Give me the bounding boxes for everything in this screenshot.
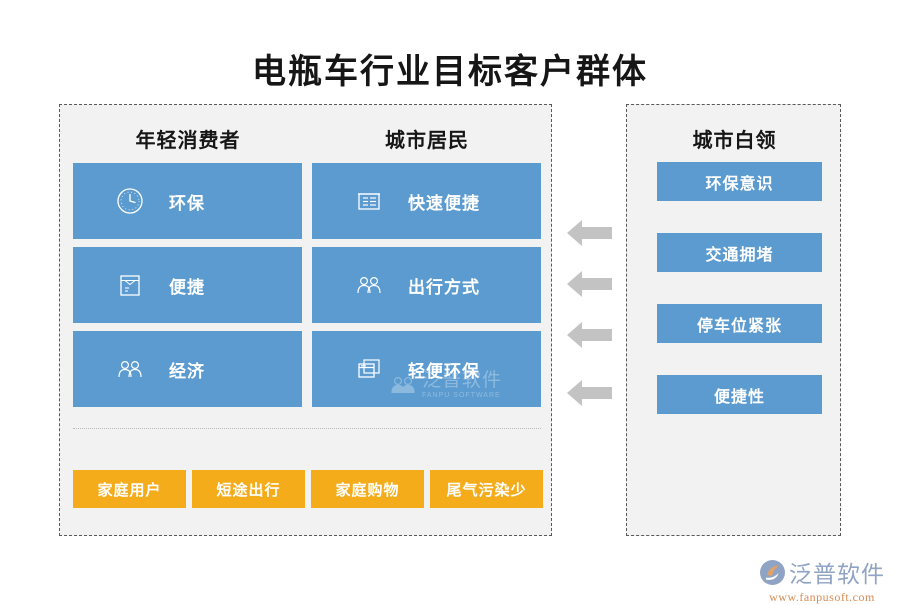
column-heading-urban-residents: 城市居民 — [385, 130, 469, 152]
brand-logo: 泛普软件 www.fanpusoft.com — [752, 555, 892, 604]
card-label: 便捷 — [169, 277, 205, 297]
card-label: 出行方式 — [408, 277, 480, 297]
logo-url: www.fanpusoft.com — [769, 590, 875, 604]
card-label: 环保 — [169, 193, 205, 213]
column-heading-young-consumers: 年轻消费者 — [135, 130, 241, 152]
people-icon — [352, 268, 386, 302]
right-item-4[interactable]: 便捷性 — [657, 375, 822, 414]
right-panel: 城市白领 环保意识 交通拥堵 停车位紧张 便捷性 — [626, 104, 841, 536]
arrow-left-icon — [567, 220, 612, 246]
clock-icon — [113, 184, 147, 218]
right-item-2[interactable]: 交通拥堵 — [657, 233, 822, 272]
divider — [73, 428, 541, 429]
document-list-icon — [352, 184, 386, 218]
card-young-1[interactable]: 环保 — [73, 163, 302, 239]
card-label: 经济 — [169, 361, 205, 381]
envelope-icon — [113, 268, 147, 302]
card-urban-1[interactable]: 快速便捷 — [312, 163, 541, 239]
people-icon — [113, 352, 147, 386]
page-title: 电瓶车行业目标客户群体 — [252, 54, 648, 91]
arrow-left-icon — [567, 271, 612, 297]
card-young-2[interactable]: 便捷 — [73, 247, 302, 323]
logo-name: 泛普软件 — [789, 562, 885, 587]
tag-item[interactable]: 家庭用户 — [73, 470, 186, 508]
tag-item[interactable]: 短途出行 — [192, 470, 305, 508]
right-item-3[interactable]: 停车位紧张 — [657, 304, 822, 343]
arrow-left-icon — [567, 322, 612, 348]
tag-item[interactable]: 家庭购物 — [311, 470, 424, 508]
stacked-windows-icon — [352, 352, 386, 386]
tag-item[interactable]: 尾气污染少 — [430, 470, 543, 508]
card-label: 快速便捷 — [408, 193, 480, 213]
card-urban-3[interactable]: 轻便环保 — [312, 331, 541, 407]
tag-row: 家庭用户 短途出行 家庭购物 尾气污染少 — [73, 470, 543, 508]
logo-top: 泛普软件 — [759, 555, 885, 589]
right-item-1[interactable]: 环保意识 — [657, 162, 822, 201]
arrow-left-icon — [567, 380, 612, 406]
card-urban-2[interactable]: 出行方式 — [312, 247, 541, 323]
logo-mark-icon — [759, 559, 786, 585]
card-young-3[interactable]: 经济 — [73, 331, 302, 407]
column-heading-white-collar: 城市白领 — [692, 130, 777, 152]
card-label: 轻便环保 — [408, 361, 480, 381]
left-panel: 年轻消费者 城市居民 环保 — [59, 104, 552, 536]
